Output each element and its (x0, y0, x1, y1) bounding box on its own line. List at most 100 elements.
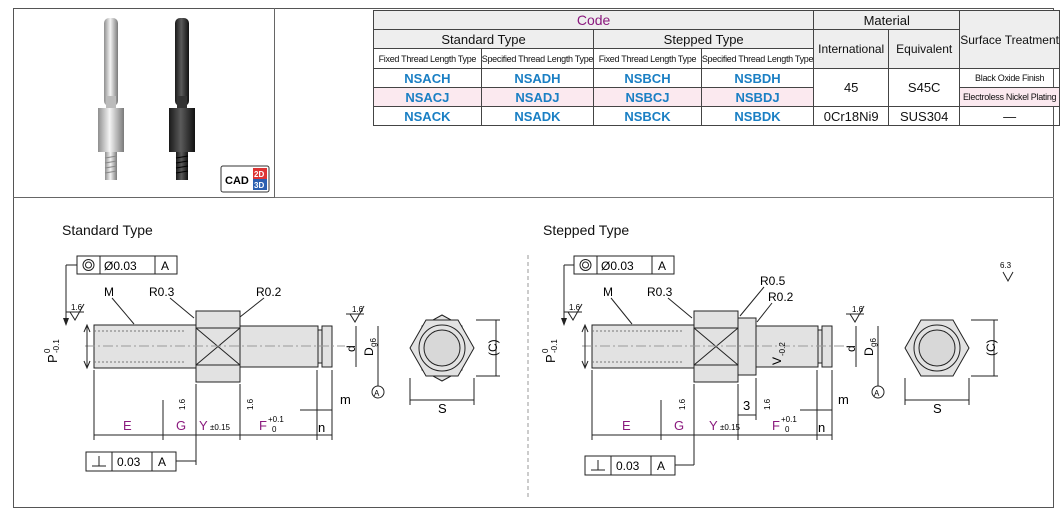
perpendicularity-frame: 0.03 A (85, 451, 196, 472)
code-cell[interactable]: NSACK (373, 106, 482, 126)
svg-text:F: F (772, 418, 780, 433)
svg-text:R0.3: R0.3 (149, 285, 175, 299)
svg-text:Y: Y (709, 418, 718, 433)
global-roughness: 6.3 (1000, 261, 1014, 283)
material-equiv: S45C (888, 68, 961, 107)
svg-text:6.3: 6.3 (1000, 261, 1012, 270)
svg-text:M: M (603, 285, 613, 299)
svg-text:M: M (104, 285, 114, 299)
svg-text:F: F (259, 418, 267, 433)
svg-text:g6: g6 (869, 338, 878, 347)
concentricity-frame: Ø0.03 A (63, 255, 178, 326)
svg-text:1.6: 1.6 (569, 303, 581, 312)
svg-text:d: d (344, 345, 358, 352)
svg-text:A: A (874, 389, 880, 398)
svg-text:-0.1: -0.1 (550, 339, 559, 353)
svg-text:1.6: 1.6 (763, 398, 772, 410)
svg-text:m: m (838, 392, 849, 407)
svg-text:±0.15: ±0.15 (210, 423, 231, 432)
svg-text:-0.2: -0.2 (778, 342, 787, 356)
svg-text:R0.5: R0.5 (760, 274, 786, 288)
svg-text:0.03: 0.03 (616, 459, 640, 473)
svg-text:A: A (374, 389, 380, 398)
code-header: Code (372, 10, 815, 30)
svg-text:0: 0 (272, 425, 277, 434)
hex-end-view: S (C) (904, 319, 998, 416)
material-intl: 0Cr18Ni9 (813, 106, 890, 126)
svg-text:±0.15: ±0.15 (720, 423, 741, 432)
code-cell[interactable]: NSBDH (700, 68, 815, 88)
standard-type-title: Standard Type (62, 222, 153, 238)
svg-text:n: n (318, 420, 325, 435)
svg-text:E: E (123, 418, 132, 433)
svg-text:A: A (158, 455, 166, 469)
svg-text:P: P (543, 354, 558, 363)
svg-text:(C): (C) (984, 339, 998, 356)
hex-end-view: S (C) (409, 314, 500, 416)
svg-text:R0.2: R0.2 (768, 290, 794, 304)
svg-text:Ø0.03: Ø0.03 (104, 259, 137, 273)
standard-drawing: Ø0.03 A M R0.3 R0.2 1.6 1.6 (43, 255, 500, 472)
svg-text:+0.1: +0.1 (268, 415, 284, 424)
svg-text:3: 3 (743, 398, 750, 413)
svg-text:m: m (340, 392, 351, 407)
material-header: Material (813, 10, 961, 30)
svg-text:1.6: 1.6 (852, 305, 864, 314)
svg-text:0: 0 (785, 425, 790, 434)
svg-text:R0.2: R0.2 (256, 285, 282, 299)
svg-text:Ø0.03: Ø0.03 (601, 259, 634, 273)
concentricity-frame: Ø0.03 A (561, 255, 675, 326)
svg-text:d: d (844, 345, 858, 352)
svg-text:1.6: 1.6 (246, 398, 255, 410)
outer-frame (13, 8, 1054, 508)
code-cell[interactable]: NSACJ (373, 87, 482, 107)
svg-text:Y: Y (199, 418, 208, 433)
surface-cell: — (959, 106, 1060, 126)
svg-text:CAD: CAD (225, 175, 249, 187)
svg-text:S: S (438, 401, 447, 416)
svg-text:A: A (658, 259, 666, 273)
stepped-type-title: Stepped Type (543, 222, 630, 238)
svg-text:1.6: 1.6 (71, 303, 83, 312)
svg-text:0: 0 (43, 348, 52, 353)
material-equiv: SUS304 (888, 106, 961, 126)
svg-text:A: A (657, 459, 665, 473)
pin-illustration: CAD 2D 3D (98, 18, 270, 193)
svg-text:0.03: 0.03 (117, 455, 141, 469)
silver-pin (98, 18, 124, 180)
standard-type-header: Standard Type (372, 29, 595, 49)
svg-text:G: G (176, 418, 186, 433)
code-cell[interactable]: NSADH (480, 68, 595, 88)
svg-text:(C): (C) (486, 339, 500, 356)
svg-text:A: A (161, 259, 169, 273)
svg-text:1.6: 1.6 (178, 398, 187, 410)
svg-text:V: V (770, 357, 784, 365)
svg-text:D: D (862, 347, 876, 356)
code-cell[interactable]: NSBCK (593, 106, 702, 126)
code-cell[interactable]: NSBDK (700, 106, 815, 126)
svg-text:E: E (622, 418, 631, 433)
spec-table: Code Material Surface Treatment Standard… (372, 10, 1060, 126)
surface-header: Surface Treatment (959, 10, 1060, 69)
svg-text:2D: 2D (254, 170, 264, 179)
stepped-drawing: Ø0.03 A M R0.3 R0.5 R0.2 1.6 1.6 (541, 255, 1014, 476)
svg-text:1.6: 1.6 (352, 305, 364, 314)
material-intl: 45 (813, 68, 890, 107)
product-photo: CAD 2D 3D (13, 8, 275, 198)
svg-text:3D: 3D (254, 181, 264, 190)
svg-text:S: S (933, 401, 942, 416)
svg-text:R0.3: R0.3 (647, 285, 673, 299)
svg-text:D: D (362, 347, 376, 356)
svg-text:g6: g6 (369, 338, 378, 347)
svg-text:P: P (45, 354, 60, 363)
svg-text:-0.1: -0.1 (52, 339, 61, 353)
black-pin (169, 18, 195, 180)
header-separator (275, 197, 1054, 198)
perpendicularity-frame: 0.03 A (584, 455, 694, 476)
cad-badge[interactable]: CAD 2D 3D (220, 165, 270, 193)
code-cell[interactable]: NSBCH (593, 68, 702, 88)
code-cell[interactable]: NSADJ (480, 87, 595, 107)
svg-text:n: n (818, 420, 825, 435)
code-cell[interactable]: NSADK (480, 106, 595, 126)
svg-text:G: G (674, 418, 684, 433)
